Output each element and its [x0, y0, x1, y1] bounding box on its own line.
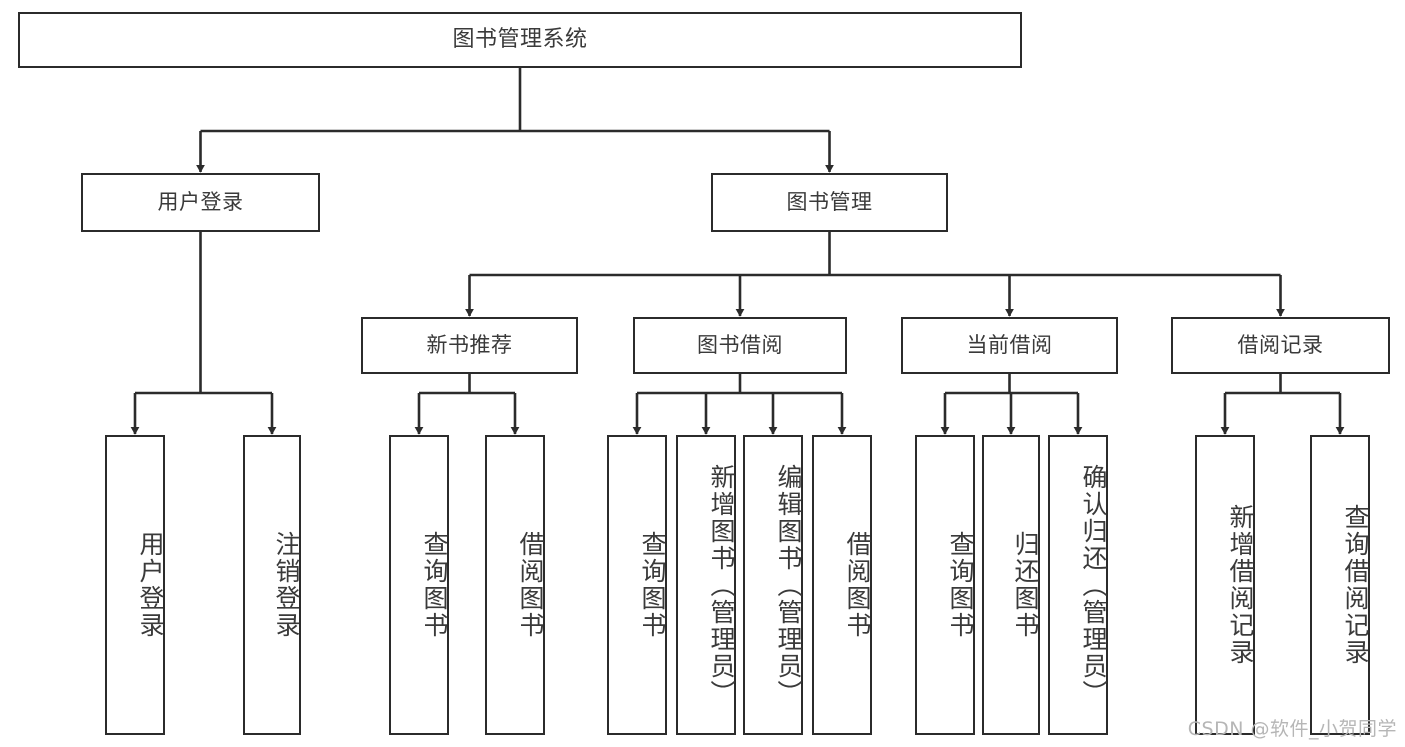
node-label: 借阅记录	[1237, 332, 1324, 357]
node-bookmgmt: 图书管理	[711, 173, 948, 232]
watermark-text: CSDN @软件_小贺同学	[1187, 718, 1397, 740]
node-label: 查询图书	[638, 531, 667, 639]
node-newbook-1: 查询图书	[389, 435, 449, 735]
node-records-2: 查询借阅记录	[1310, 435, 1370, 735]
node-borrow-3: 编辑图书（管理员）	[743, 435, 803, 735]
node-label: 确认归还（管理员）	[1079, 463, 1108, 707]
node-label: 当前借阅	[966, 332, 1053, 357]
node-login-2: 注销登录	[243, 435, 301, 735]
node-label: 用户登录	[136, 531, 165, 639]
node-borrow-4: 借阅图书	[812, 435, 872, 735]
node-label: 借阅图书	[516, 531, 545, 639]
node-current-3: 确认归还（管理员）	[1048, 435, 1108, 735]
node-login: 用户登录	[81, 173, 320, 232]
node-root: 图书管理系统	[18, 12, 1022, 68]
node-label: 编辑图书（管理员）	[774, 463, 803, 707]
node-current: 当前借阅	[901, 317, 1118, 374]
node-label: 注销登录	[272, 531, 301, 639]
node-newbook: 新书推荐	[361, 317, 578, 374]
node-current-1: 查询图书	[915, 435, 975, 735]
node-newbook-2: 借阅图书	[485, 435, 545, 735]
node-label: 新增借阅记录	[1226, 504, 1255, 666]
node-borrow: 图书借阅	[633, 317, 847, 374]
node-label: 借阅图书	[843, 531, 872, 639]
node-label: 新书推荐	[426, 332, 513, 357]
node-login-1: 用户登录	[105, 435, 165, 735]
node-label: 查询图书	[420, 531, 449, 639]
node-label: 查询借阅记录	[1341, 504, 1370, 666]
node-borrow-2: 新增图书（管理员）	[676, 435, 736, 735]
node-borrow-1: 查询图书	[607, 435, 667, 735]
node-records: 借阅记录	[1171, 317, 1390, 374]
node-label: 新增图书（管理员）	[707, 463, 736, 707]
node-label: 用户登录	[157, 189, 244, 214]
node-records-1: 新增借阅记录	[1195, 435, 1255, 735]
node-label: 归还图书	[1011, 531, 1040, 639]
node-label: 图书管理系统	[452, 26, 588, 52]
node-current-2: 归还图书	[982, 435, 1040, 735]
node-label: 图书借阅	[697, 332, 783, 357]
node-label: 查询图书	[946, 531, 975, 639]
node-label: 图书管理	[786, 189, 873, 214]
